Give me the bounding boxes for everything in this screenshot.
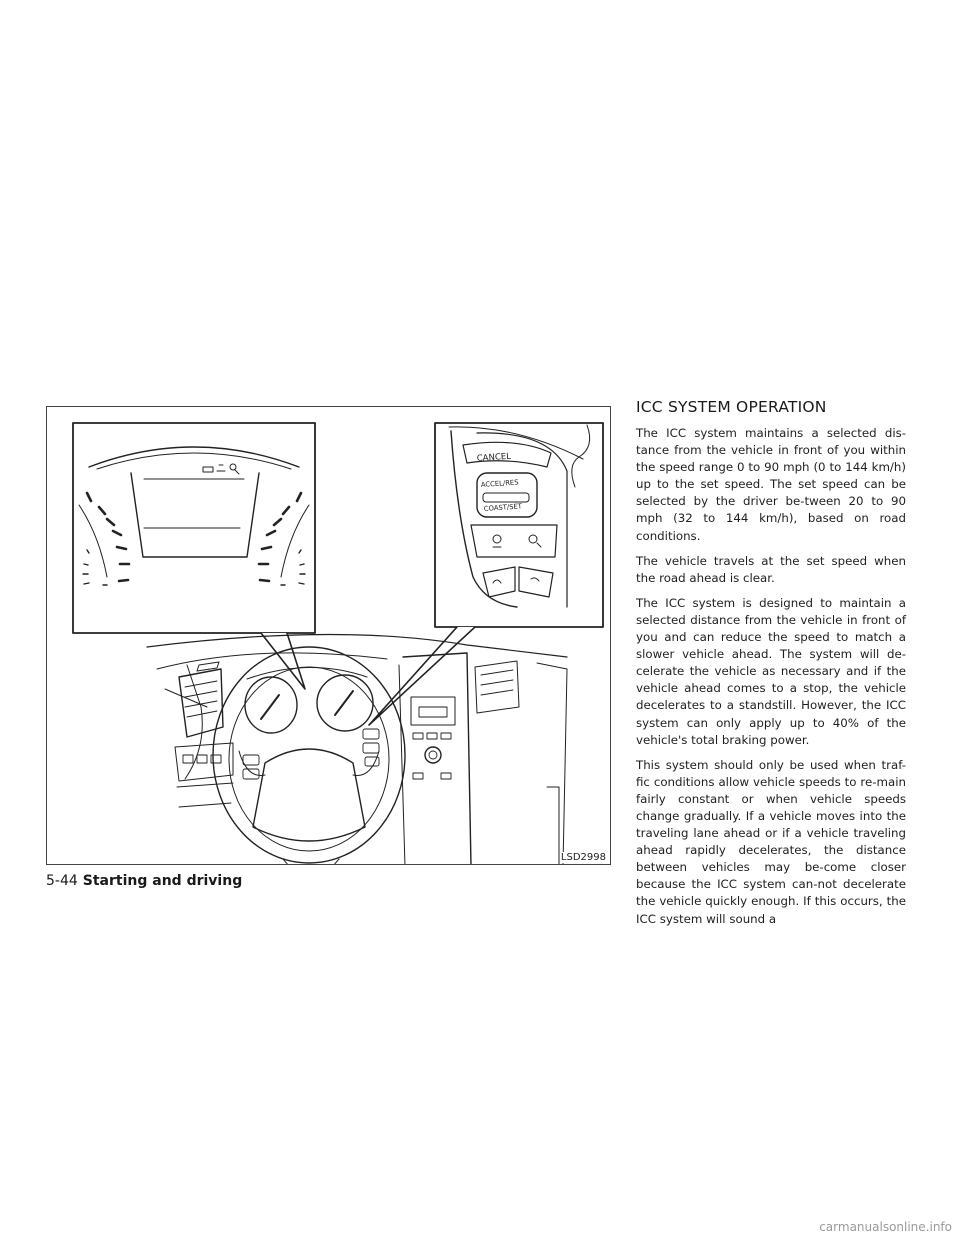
watermark: carmanualsonline.info: [819, 1220, 952, 1234]
accel-res-label: ACCEL/RES: [481, 478, 519, 489]
section-title: ICC SYSTEM OPERATION: [636, 398, 827, 416]
page-number: 5-44: [46, 873, 78, 889]
section-body: ICC SYSTEM OPERATION The ICC system main…: [636, 398, 906, 936]
dashboard-illustration: CANCEL ACCEL/RES COAST/SET: [72, 422, 604, 864]
cancel-label: CANCEL: [477, 452, 512, 464]
paragraph: This system should only be used when tra…: [636, 757, 906, 926]
chapter-title: Starting and driving: [82, 873, 243, 889]
figure-code: LSD2998: [559, 852, 607, 863]
paragraph: The vehicle travels at the set speed whe…: [636, 553, 906, 585]
figure-illustration: CANCEL ACCEL/RES COAST/SET LSD2998: [46, 406, 611, 865]
coast-set-label: COAST/SET: [484, 502, 523, 513]
paragraph: The ICC system maintains a selected dis-…: [636, 426, 906, 543]
paragraph: The ICC system is designed to maintain a…: [636, 595, 906, 747]
